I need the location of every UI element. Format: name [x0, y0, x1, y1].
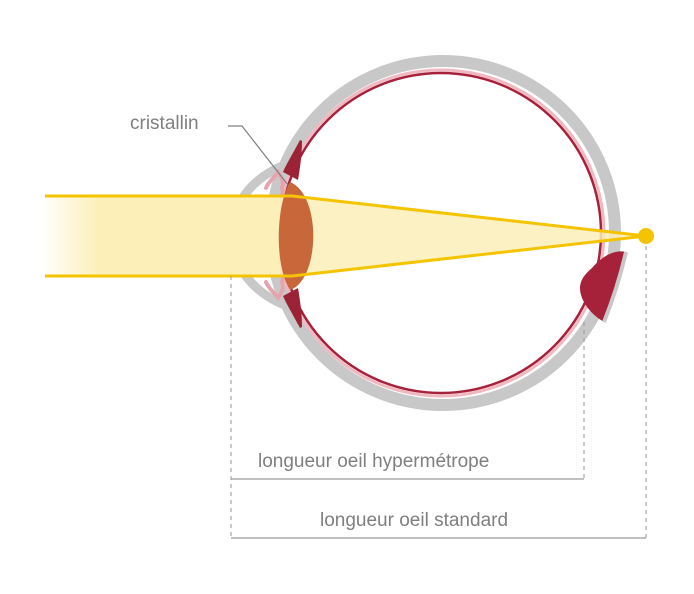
lens [278, 182, 314, 290]
focal-point [638, 228, 654, 244]
optic-nerve-sheath [602, 251, 628, 323]
light-ray-lower-refracted [291, 234, 647, 278]
iris-lower [283, 288, 302, 328]
lens-label: cristallin [130, 113, 199, 134]
iris-upper [283, 140, 302, 180]
converging-light-cone [280, 196, 646, 276]
standard-length-label: longueur oeil standard [320, 510, 509, 531]
hyperopic-length-label: longueur oeil hypermétrope [258, 451, 490, 472]
incoming-light-beam [40, 196, 280, 276]
optic-nerve [580, 251, 626, 322]
lens-label-leader [228, 125, 289, 186]
light-ray-upper-refracted [291, 194, 647, 238]
